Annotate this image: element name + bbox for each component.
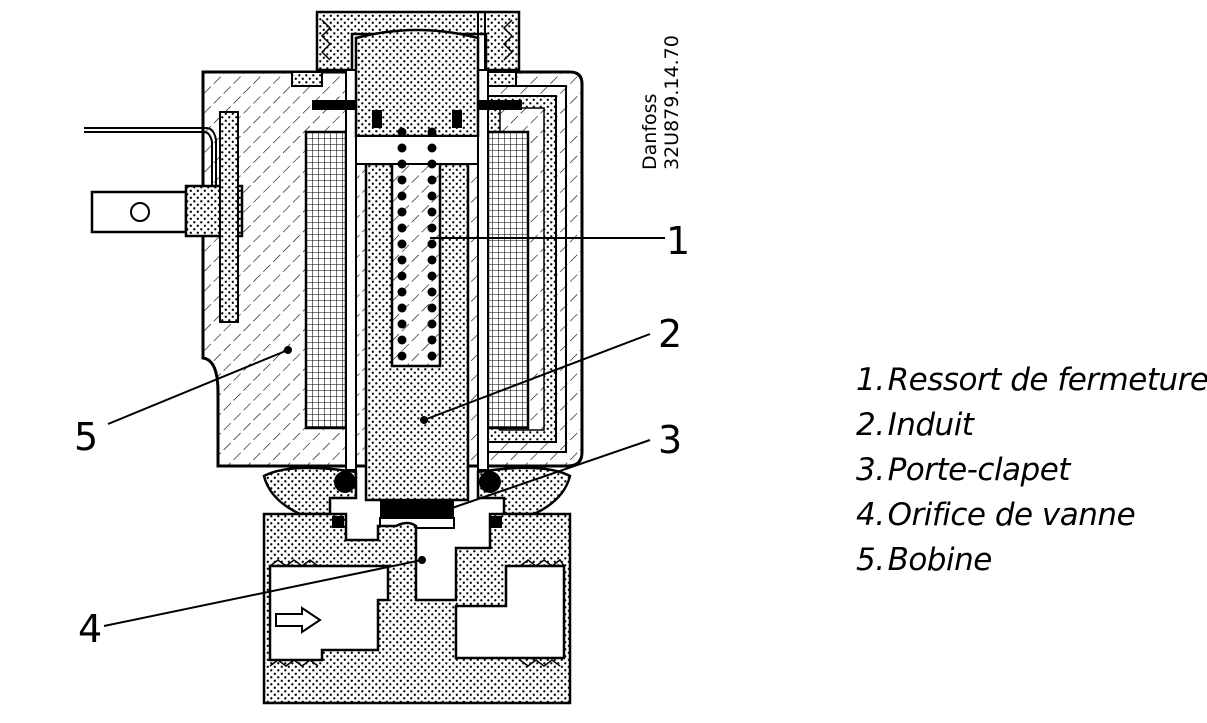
leader-dots: [284, 346, 428, 564]
spring-coil: [427, 335, 437, 345]
leader-line-4: [103, 559, 423, 627]
flow-arrow-icon: [275, 606, 322, 634]
spring-coil: [397, 271, 407, 281]
spring-coil: [397, 143, 407, 153]
callout-4: 4: [78, 607, 102, 651]
spring-coil: [427, 271, 437, 281]
spring-coil: [397, 303, 407, 313]
spring-coil: [427, 143, 437, 153]
spring-coil: [397, 239, 407, 249]
spring-coil: [427, 239, 437, 249]
spring-coil: [427, 127, 437, 137]
brand-name: Danfoss: [639, 94, 661, 170]
legend-item-5: 5.Bobine: [856, 542, 992, 578]
spring-coil: [397, 255, 407, 265]
leader-lines: [103, 237, 665, 627]
spring-coil: [397, 223, 407, 233]
spring-coil: [397, 127, 407, 137]
spring-coil: [427, 351, 437, 361]
legend-item-3: 3.Porte-clapet: [856, 452, 1070, 488]
drawing-code: 32U879.14.70: [661, 35, 683, 170]
spring-coil: [397, 351, 407, 361]
valve-plate-holder: [379, 500, 455, 529]
spring-coil: [427, 255, 437, 265]
spring-coil: [427, 223, 437, 233]
closing-spring: [397, 127, 437, 361]
coil-winding-left: [304, 130, 348, 430]
spring-coil: [397, 287, 407, 297]
spring-coil: [397, 335, 407, 345]
legend: 1.Ressort de fermeture 2.Induit 3.Porte-…: [856, 358, 1207, 583]
spring-coil: [397, 319, 407, 329]
spring-coil: [427, 207, 437, 217]
spring-coil: [397, 159, 407, 169]
seal-flange: [262, 466, 572, 516]
spring-coil: [427, 287, 437, 297]
spring-coil: [397, 191, 407, 201]
spring-coil: [427, 319, 437, 329]
leader-line-5: [107, 349, 289, 425]
legend-item-1: 1.Ressort de fermeture: [856, 362, 1207, 398]
callout-3: 3: [658, 418, 682, 462]
spring-coil: [397, 175, 407, 185]
brand-label: Danfoss 32U879.14.70: [639, 35, 683, 170]
leader-line-2: [423, 333, 651, 421]
armature: [355, 135, 479, 502]
spring-coil: [397, 207, 407, 217]
spring-coil: [427, 191, 437, 201]
leader-line-3: [451, 439, 651, 509]
callout-1: 1: [666, 219, 690, 263]
valve-body: [262, 512, 572, 705]
spring-coil: [427, 159, 437, 169]
callout-5: 5: [74, 415, 98, 459]
fixed-core: [354, 28, 480, 138]
callout-2: 2: [658, 312, 682, 356]
legend-item-4: 4.Orifice de vanne: [856, 497, 1136, 533]
spring-coil: [427, 303, 437, 313]
legend-item-2: 2.Induit: [856, 407, 974, 443]
spring-coil: [427, 175, 437, 185]
terminal-connector: [84, 111, 244, 323]
